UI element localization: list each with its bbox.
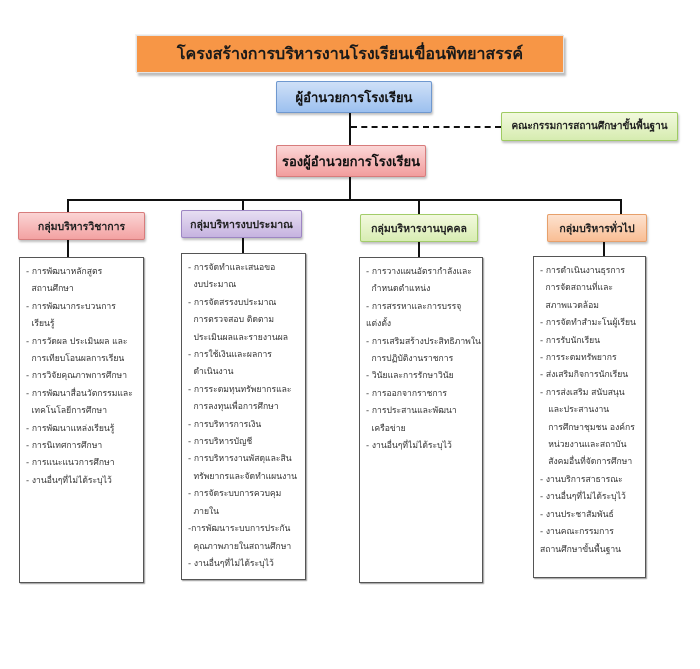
duty-item: - การจัดสรรงบประมาณ bbox=[188, 297, 277, 308]
node-committee: คณะกรรมการสถานศึกษาขั้นพื้นฐาน bbox=[501, 112, 678, 141]
duty-item: - การพัฒนาแหล่งเรียนรู้ bbox=[26, 423, 115, 434]
duty-item: การปฏิบัติงานราชการ bbox=[366, 354, 454, 365]
duty-item: การลงทุนเพื่อการศึกษา bbox=[188, 402, 279, 413]
node-deputy-director: รองผู้อำนวยการโรงเรียน bbox=[276, 145, 426, 177]
duty-item: เรียนรู้ bbox=[26, 319, 55, 330]
duty-item: - การจัดทำสำมะโนผู้เรียน bbox=[540, 318, 636, 329]
duty-item: - การดำเนินงานธุรการ bbox=[540, 266, 625, 276]
duty-item: เครือข่าย bbox=[366, 423, 406, 434]
duty-item: - วินัยและการรักษาวินัย bbox=[366, 371, 454, 382]
duty-item: เทคโนโลยีการศึกษา bbox=[26, 406, 108, 417]
chart-title: โครงสร้างการบริหารงานโรงเรียนเขื่อนพิทยา… bbox=[136, 35, 564, 73]
duty-item: - การแนะแนวการศึกษา bbox=[26, 458, 115, 469]
connector-committee-dashed bbox=[351, 126, 501, 128]
duty-item: - การรับนักเรียน bbox=[540, 335, 601, 346]
duty-item: - งานคณะกรรมการ bbox=[540, 527, 614, 538]
duty-item: - การสรรหาและการบรรจุ bbox=[366, 301, 462, 312]
group-academic: กลุ่มบริหารวิชาการ bbox=[18, 212, 145, 240]
connector-budget-content bbox=[242, 238, 244, 253]
connector-director-deputy bbox=[349, 113, 351, 145]
group-general-label: กลุ่มบริหารทั่วไป bbox=[559, 222, 635, 235]
duty-item: - งานประชาสัมพันธ์ bbox=[540, 509, 614, 520]
duty-item: - การเสริมสร้างประสิทธิภาพใน bbox=[366, 336, 481, 347]
duty-item: สถานศึกษา bbox=[26, 284, 74, 295]
group-general: กลุ่มบริหารทั่วไป bbox=[547, 214, 647, 242]
duty-item: - การบริหารบัญชี bbox=[188, 437, 253, 448]
duty-item: - งานบริการสาธารณะ bbox=[540, 474, 623, 485]
group-academic-duties: - การพัฒนาหลักสูตร สถานศึกษา - การพัฒนากร… bbox=[19, 257, 144, 583]
node-director-label: ผู้อำนวยการโรงเรียน bbox=[295, 90, 413, 106]
connector-bus-budget bbox=[242, 199, 244, 210]
duty-item: - การจัดทำและเสนอขอ bbox=[188, 263, 276, 273]
duty-item: และประสานงาน bbox=[540, 405, 610, 416]
duty-item: สภาพแวดล้อม bbox=[540, 300, 599, 311]
duty-item: - การบริหารการเงิน bbox=[188, 419, 262, 430]
duty-item: - งานอื่นๆที่ไม่ได้ระบุไว้ bbox=[540, 492, 626, 503]
duty-item: แต่งตั้ง bbox=[366, 319, 392, 330]
duty-item: - การวัดผล ประเมินผล และ bbox=[26, 336, 128, 347]
connector-bus-personnel bbox=[418, 199, 420, 214]
duty-item: - การวิจัยคุณภาพการศึกษา bbox=[26, 371, 128, 382]
node-deputy-label: รองผู้อำนวยการโรงเรียน bbox=[281, 154, 421, 170]
duty-item: - ส่งเสริมกิจการนักเรียน bbox=[540, 370, 629, 381]
duty-item: การตรวจสอบ ติดตาม bbox=[188, 315, 274, 326]
duty-item: - การจัดระบบการควบคุม bbox=[188, 489, 282, 500]
connector-academic-content bbox=[67, 240, 69, 257]
duty-item: ทรัพยากรและจัดทำแผนงาน bbox=[188, 471, 297, 482]
connector-bus-academic bbox=[67, 199, 69, 212]
duty-item: -การพัฒนาระบบการประกัน bbox=[188, 524, 291, 535]
group-general-duties: - การดำเนินงานธุรการ การจัดสถานที่และ สภ… bbox=[533, 256, 646, 578]
duty-item: - การพัฒนาหลักสูตร bbox=[26, 267, 103, 277]
group-personnel-label: กลุ่มบริหารงานบุคคล bbox=[371, 222, 467, 235]
duty-item: - การพัฒนากระบวนการ bbox=[26, 301, 116, 312]
chart-title-text: โครงสร้างการบริหารงานโรงเรียนเขื่อนพิทยา… bbox=[176, 43, 524, 63]
connector-personnel-content bbox=[418, 242, 420, 257]
node-committee-label: คณะกรรมการสถานศึกษาขั้นพื้นฐาน bbox=[511, 121, 668, 132]
duty-item: สถานศึกษาขั้นพื้นฐาน bbox=[540, 544, 622, 555]
duty-item: - การส่งเสริม สนับสนุน bbox=[540, 387, 625, 398]
duty-item: - การประสานและพัฒนา bbox=[366, 406, 457, 417]
group-personnel: กลุ่มบริหารงานบุคคล bbox=[360, 214, 478, 242]
duty-item: หน่วยงานและสถาบัน bbox=[540, 440, 627, 451]
duty-item: - การระดมทุนทรัพยากรและ bbox=[188, 384, 292, 395]
duty-item: - การระดมทรัพยากร bbox=[540, 353, 617, 364]
connector-horizontal-bus bbox=[67, 199, 622, 201]
connector-general-content bbox=[603, 242, 605, 256]
duty-item: สังคมอื่นที่จัดการศึกษา bbox=[540, 457, 633, 468]
duty-item: - การออกจากราชการ bbox=[366, 388, 447, 399]
duty-item: - การใช้เงินและผลการ bbox=[188, 350, 272, 361]
duty-item: การจัดสถานที่และ bbox=[540, 283, 613, 294]
duty-item: ภายใน bbox=[188, 506, 220, 517]
group-academic-label: กลุ่มบริหารวิชาการ bbox=[37, 220, 126, 233]
duty-item: - งานอื่นๆที่ไม่ได้ระบุไว้ bbox=[26, 475, 112, 486]
duty-item: การศึกษาชุมชน องค์กร bbox=[540, 422, 635, 433]
connector-bus-general bbox=[620, 199, 622, 214]
group-budget-duties: - การจัดทำและเสนอขอ งบประมาณ - การจัดสรรง… bbox=[181, 253, 306, 580]
group-budget-label: กลุ่มบริหารงบประมาณ bbox=[190, 218, 293, 231]
duty-item: - การนิเทศการศึกษา bbox=[26, 441, 103, 452]
duty-item: - การบริหารงานพัสดุและสิน bbox=[188, 454, 292, 465]
node-director: ผู้อำนวยการโรงเรียน bbox=[276, 81, 432, 113]
duty-item: - การวางแผนอัตรากำลังและ bbox=[366, 267, 472, 277]
duty-item: - การพัฒนาสื่อนวัตกรรมและ bbox=[26, 388, 133, 399]
duty-item: กำหนดตำแหน่ง bbox=[366, 284, 431, 295]
duty-item: - งานอื่นๆที่ไม่ได้ระบุไว้ bbox=[366, 441, 452, 452]
duty-item: ดำเนินงาน bbox=[188, 367, 234, 378]
group-personnel-duties: - การวางแผนอัตรากำลังและ กำหนดตำแหน่ง - ก… bbox=[359, 257, 483, 583]
connector-deputy-groups bbox=[349, 177, 351, 200]
duty-item: คุณภาพภายในสถานศึกษา bbox=[188, 541, 292, 552]
duty-item: ประเมินผลและรายงานผล bbox=[188, 332, 289, 343]
group-budget: กลุ่มบริหารงบประมาณ bbox=[181, 210, 302, 238]
duty-item: งบประมาณ bbox=[188, 280, 237, 291]
duty-item: - งานอื่นๆที่ไม่ได้ระบุไว้ bbox=[188, 558, 274, 569]
duty-item: การเทียบโอนผลการเรียน bbox=[26, 354, 125, 365]
